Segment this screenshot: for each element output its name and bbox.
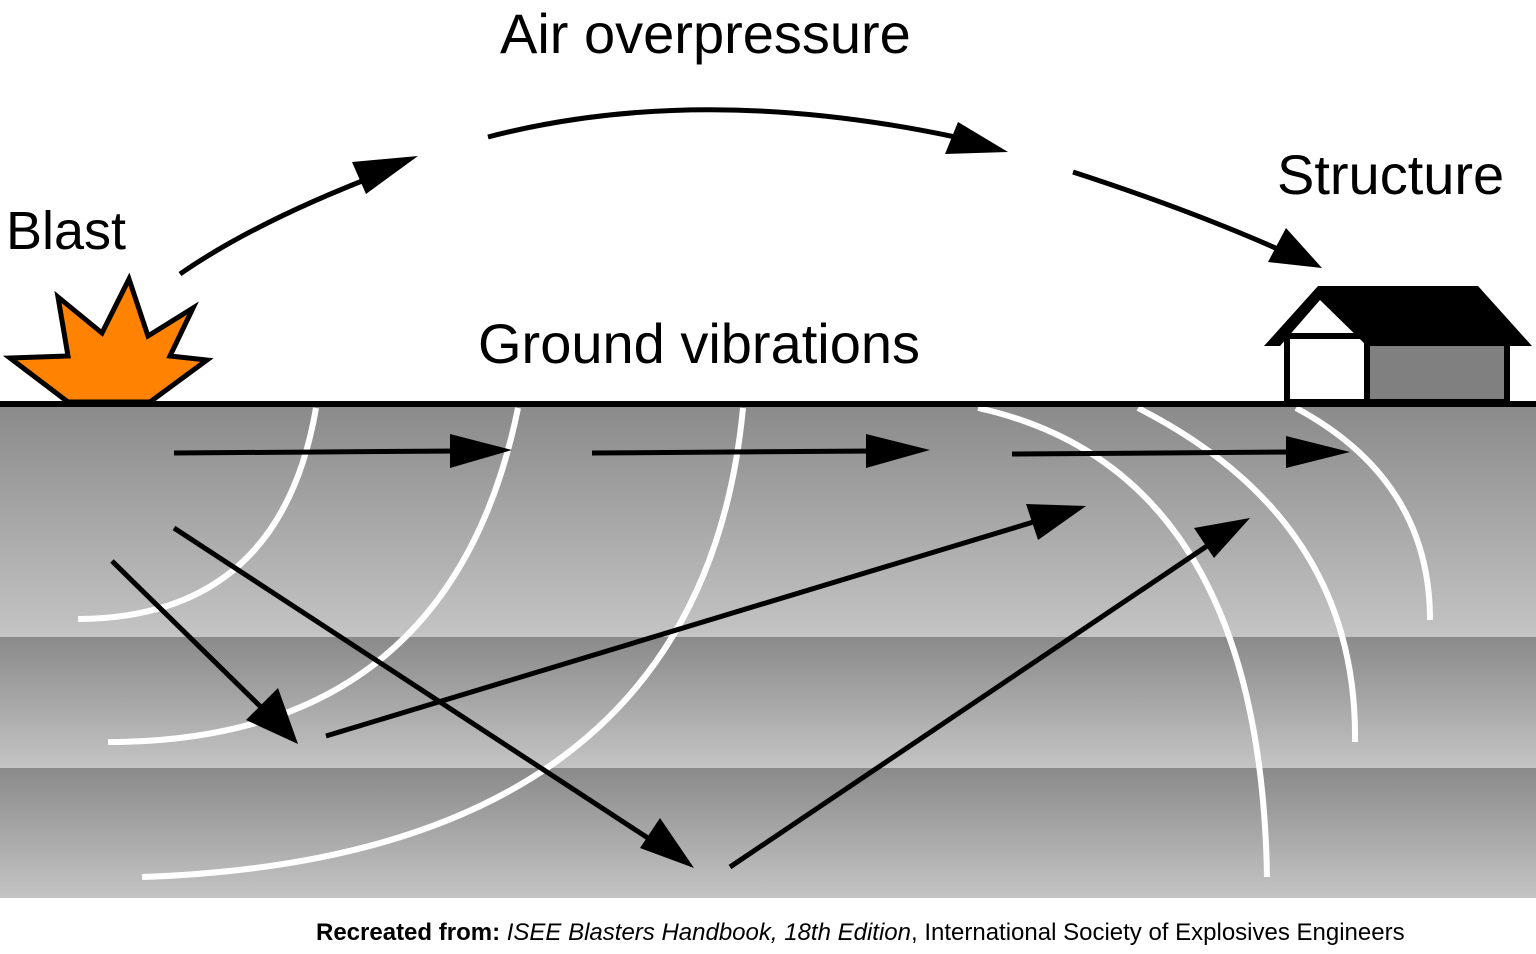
air-overpressure-arrows [178, 107, 1322, 277]
ground-layer-bottom [0, 768, 1536, 898]
ground-vibrations-label: Ground vibrations [478, 312, 921, 375]
air-arrowhead-1 [352, 156, 418, 194]
ground-arrow-up-1 [325, 517, 1041, 739]
source-credit: Recreated from: ISEE Blasters Handbook, … [316, 921, 1405, 945]
credit-publisher: , International Society of Explosives En… [910, 919, 1405, 946]
ground-arrow-down-2 [172, 525, 656, 845]
ground-layer-middle [0, 637, 1536, 768]
wavefront-5 [1136, 405, 1359, 743]
credit-prefix: Recreated from: [316, 919, 501, 946]
credit-source-title: ISEE Blasters Handbook, 18th Edition [506, 919, 911, 946]
wavefront-1 [77, 407, 319, 622]
structure-label: Structure [1277, 143, 1505, 206]
wavefront-6 [1294, 405, 1433, 621]
air-arrow-2 [487, 107, 961, 141]
wavefront-2 [107, 407, 521, 745]
air-arrowhead-3 [1268, 228, 1322, 268]
blast-burst-icon [2, 272, 214, 405]
ground-arrow-direct-3 [1011, 449, 1295, 457]
ground-arrow-down-1 [110, 559, 268, 714]
ground-arrow-up-2 [728, 541, 1212, 870]
air-arrowhead-2 [945, 122, 1008, 154]
blast-label: Blast [6, 201, 127, 261]
air-arrow-1 [178, 171, 381, 277]
air-arrow-3 [1072, 169, 1282, 253]
ground-arrow-direct-1 [173, 448, 461, 456]
house-icon [1264, 286, 1532, 405]
wavefront-3 [141, 407, 746, 880]
ground-arrow-direct-2 [591, 448, 877, 456]
ground-layers [0, 404, 1536, 898]
air-overpressure-label: Air overpressure [500, 2, 911, 65]
ground-vibration-arrows [110, 434, 1350, 870]
